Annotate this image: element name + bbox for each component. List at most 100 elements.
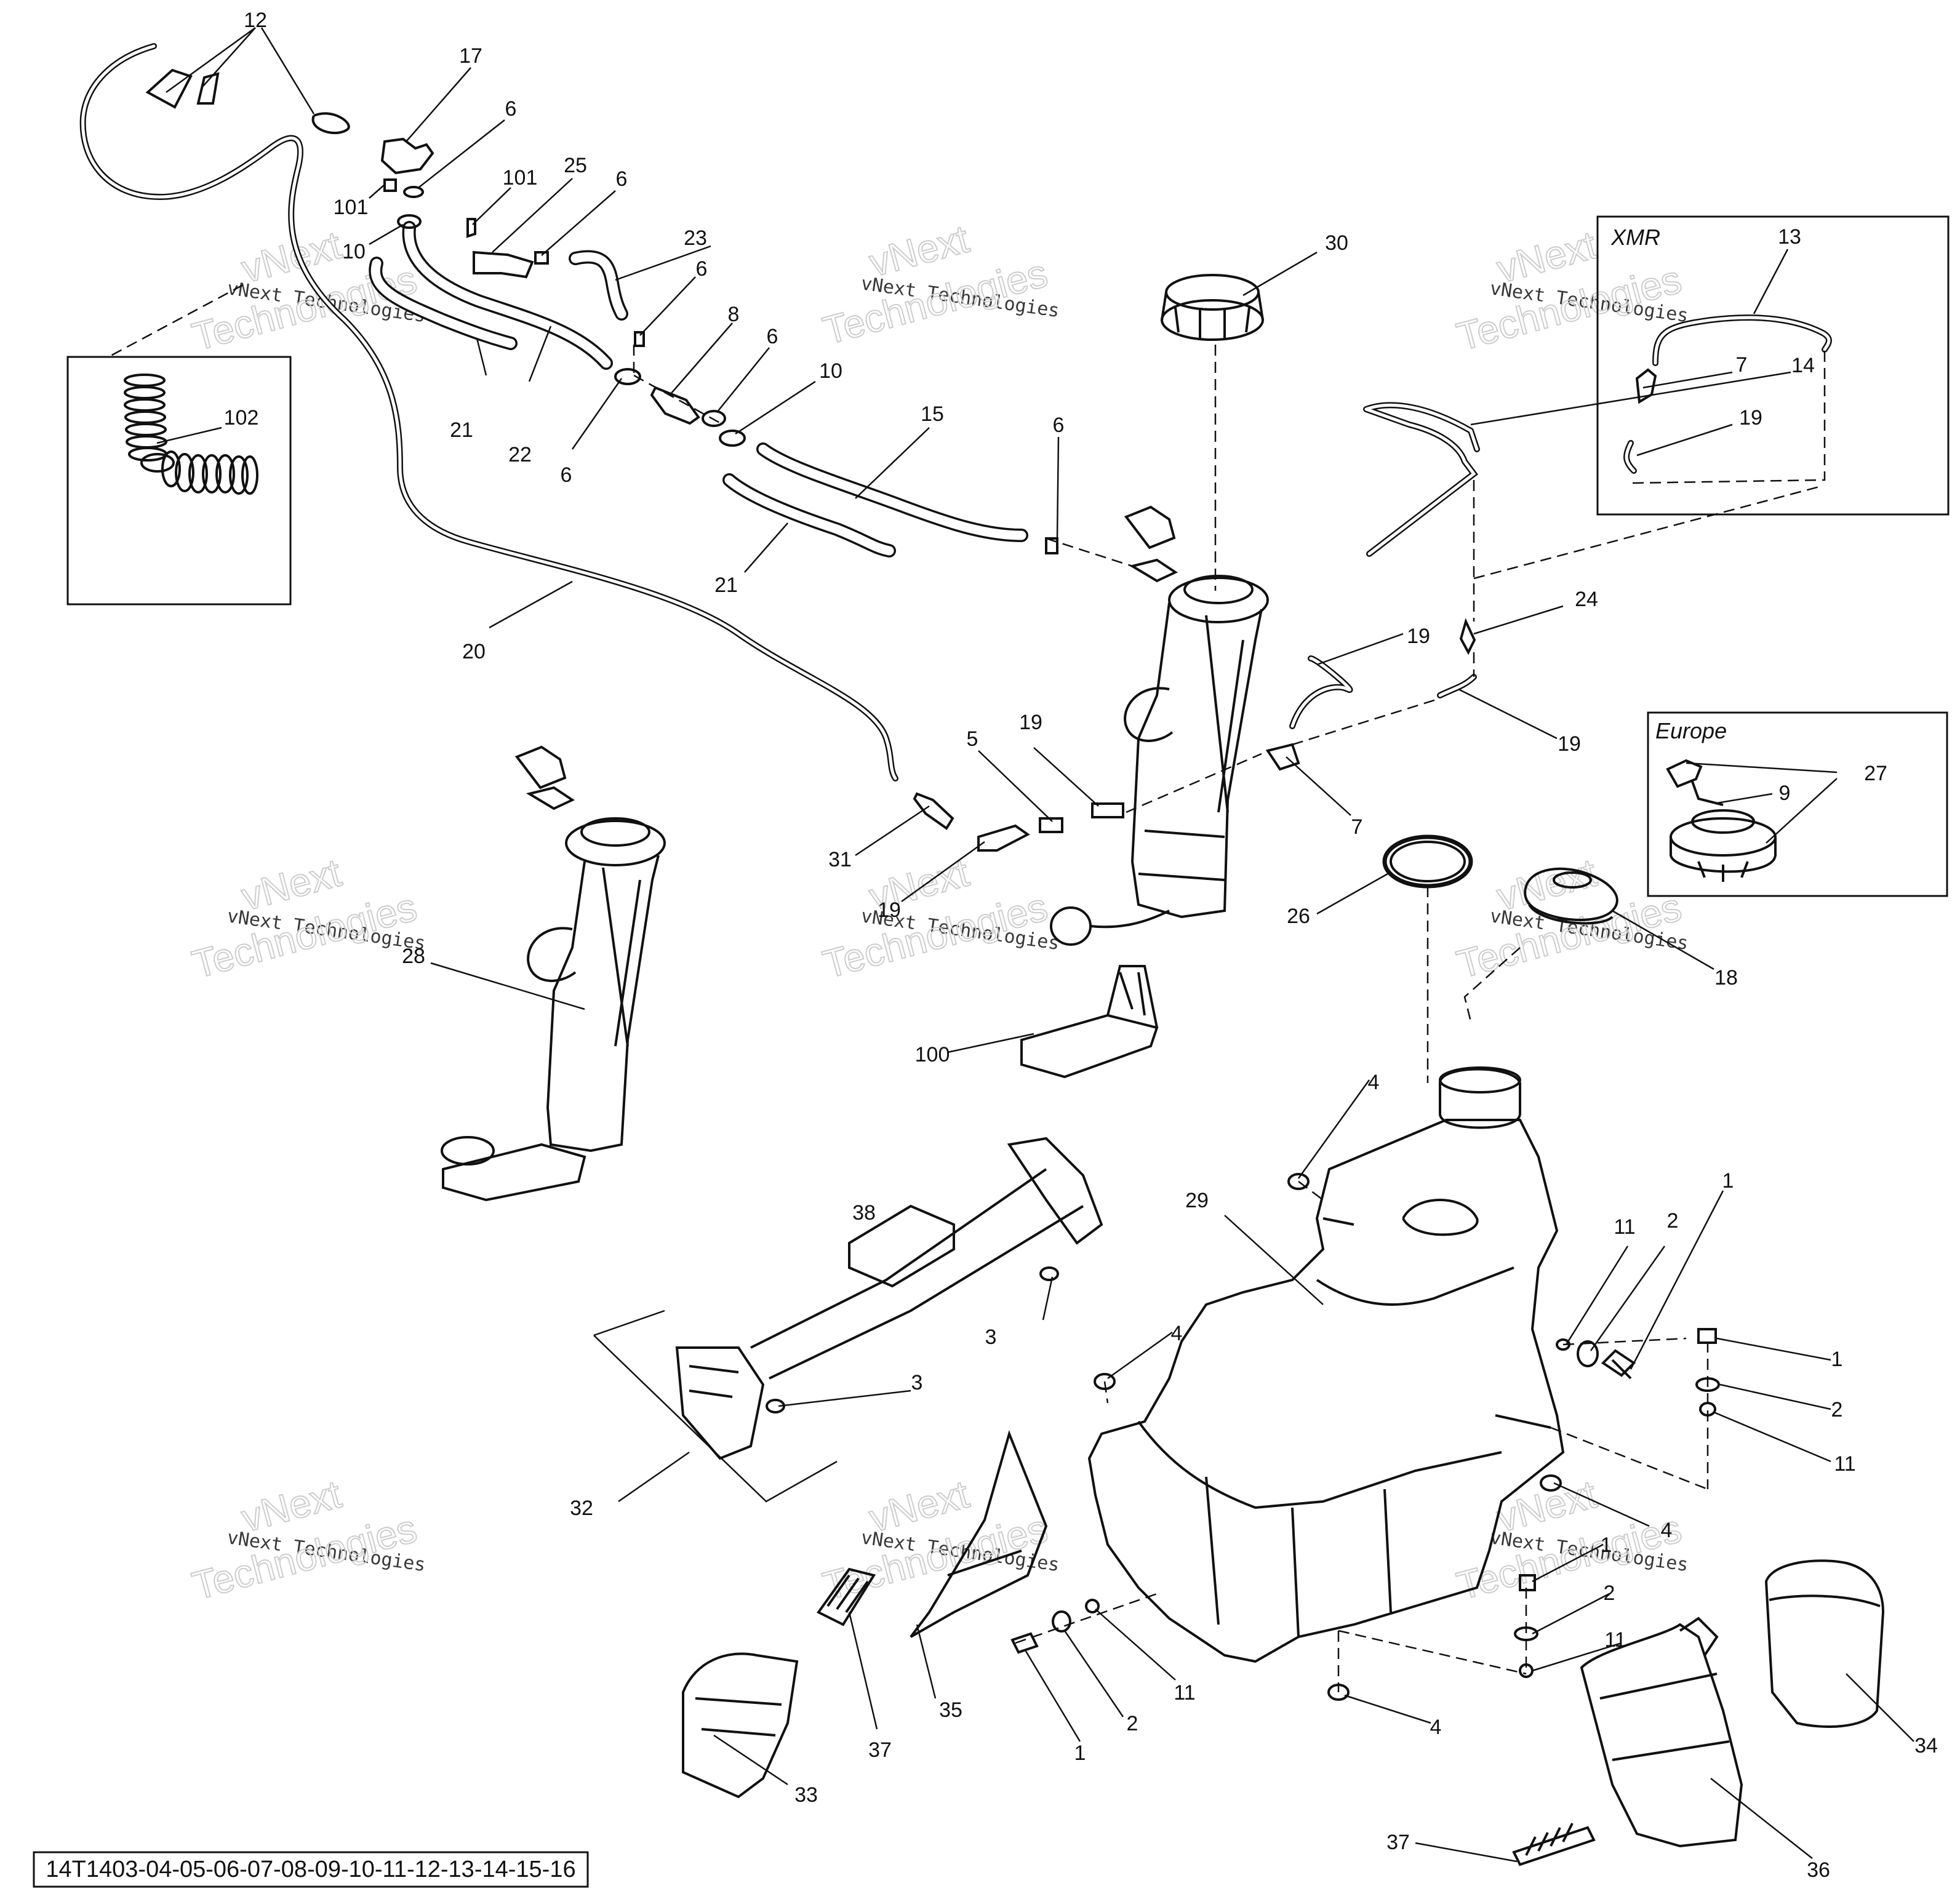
callout-7: 7 xyxy=(1351,815,1363,839)
clamp-6-small xyxy=(634,331,645,347)
callout-24: 24 xyxy=(1575,588,1598,611)
clip-6-hose15 xyxy=(1045,537,1058,554)
callout-35: 35 xyxy=(939,1698,962,1722)
spring-inset-box xyxy=(66,356,292,606)
callout-11: 11 xyxy=(1834,1452,1855,1476)
callout-100: 100 xyxy=(915,1043,950,1066)
coil-spring-icon xyxy=(124,374,258,495)
fuel-pump-filter-100 xyxy=(1020,965,1159,1079)
hose-15 xyxy=(756,442,1028,542)
xmr-inset-box: XMR xyxy=(1596,215,1950,516)
screw-1-d xyxy=(1010,1632,1039,1654)
part-code-label: 14T1403-04-05-06-07-08-09-10-11-12-13-14… xyxy=(33,1851,589,1888)
callout-37: 37 xyxy=(1386,1831,1410,1854)
callout-3: 3 xyxy=(911,1371,923,1394)
callout-2: 2 xyxy=(1667,1209,1679,1233)
callout-13: 13 xyxy=(1778,225,1801,249)
callout-7: 7 xyxy=(1736,353,1748,377)
callout-10: 10 xyxy=(819,359,842,383)
leader-lines xyxy=(156,26,1914,1863)
support-bracket-38 xyxy=(675,1137,1103,1460)
hose-21-lower xyxy=(722,473,896,558)
callout-2: 2 xyxy=(1604,1581,1615,1605)
fuel-cap-18 xyxy=(1524,867,1618,925)
washer-2-d xyxy=(1052,1610,1071,1633)
nut-11-d xyxy=(1085,1599,1100,1613)
hose-19-mid xyxy=(1091,802,1124,818)
callout-4: 4 xyxy=(1430,1716,1442,1739)
clip-101-left xyxy=(383,178,397,192)
part-code-text: 14T1403-04-05-06-07-08-09-10-11-12-13-14… xyxy=(46,1857,575,1882)
callout-23: 23 xyxy=(684,226,707,250)
hose-19-lower xyxy=(977,824,1030,852)
callout-10: 10 xyxy=(342,240,366,263)
callout-6: 6 xyxy=(1053,414,1065,437)
hose-23 xyxy=(569,250,628,321)
callout-19: 19 xyxy=(1558,732,1581,756)
nut-4-a xyxy=(1287,1173,1310,1190)
callout-30: 30 xyxy=(1325,231,1348,255)
callout-22: 22 xyxy=(508,443,532,466)
heat-shield-33 xyxy=(682,1652,799,1799)
callout-34: 34 xyxy=(1914,1734,1938,1757)
valve-5 xyxy=(1039,817,1063,833)
clamp-6-mid xyxy=(534,251,549,265)
callout-101: 101 xyxy=(503,166,538,190)
callout-6: 6 xyxy=(505,97,517,121)
callout-31: 31 xyxy=(828,848,852,871)
hose-22 xyxy=(402,221,613,370)
clamp-10-right xyxy=(719,430,746,447)
nut-4-c xyxy=(1540,1474,1562,1492)
callout-38: 38 xyxy=(852,1201,876,1225)
callout-3: 3 xyxy=(985,1325,997,1349)
callout-4: 4 xyxy=(1368,1071,1380,1094)
callout-20: 20 xyxy=(462,640,486,663)
callout-5: 5 xyxy=(967,727,978,751)
union-8 xyxy=(650,386,700,425)
callout-28: 28 xyxy=(402,945,425,968)
callout-4: 4 xyxy=(1661,1519,1673,1542)
callout-19: 19 xyxy=(1407,625,1430,648)
connector-25 xyxy=(473,250,534,279)
velcro-strip-37-right xyxy=(1512,1823,1596,1866)
clamp-10-top xyxy=(397,214,422,229)
tee-7 xyxy=(1265,743,1300,771)
connector-17 xyxy=(380,137,434,175)
valve-24 xyxy=(1459,618,1476,655)
washer-2-a xyxy=(1577,1340,1599,1367)
europe-inset-box: Europe xyxy=(1647,711,1948,897)
watermark-topcenter: vNext vNext Technologies Technologies xyxy=(818,216,1061,354)
callout-2: 2 xyxy=(1831,1398,1843,1421)
callout-17: 17 xyxy=(459,44,482,68)
watermark-midcenter: vNext vNext Technologies Technologies xyxy=(818,850,1061,988)
watermark-midleft: vNext vNext Technologies Technologies xyxy=(187,850,427,988)
heat-shield-34 xyxy=(1764,1559,1885,1728)
callout-11: 11 xyxy=(1604,1628,1626,1652)
lock-ring-30 xyxy=(1161,274,1264,341)
clamp-6-left xyxy=(614,368,641,385)
callout-1: 1 xyxy=(1601,1533,1612,1557)
callout-6: 6 xyxy=(561,463,572,487)
callout-37: 37 xyxy=(868,1738,892,1762)
velcro-strip-37-left xyxy=(817,1567,876,1626)
gasket-26 xyxy=(1382,834,1473,889)
fuel-pump-assembly xyxy=(1050,505,1269,946)
callout-11: 11 xyxy=(1174,1681,1195,1705)
fuel-cap-with-tether-icon xyxy=(1666,759,1777,882)
callout-labels: 12 17 6 101 101 25 6 10 23 6 8 6 10 15 2… xyxy=(224,9,1938,1882)
hose-21-upper xyxy=(369,257,518,350)
hose-clamps-12 xyxy=(145,68,350,135)
callout-29: 29 xyxy=(1185,1189,1209,1212)
nut-3-a xyxy=(1039,1266,1059,1281)
clamp-6-right xyxy=(702,410,726,427)
callout-1: 1 xyxy=(1722,1169,1734,1193)
callout-19: 19 xyxy=(878,898,901,922)
screw-1-c xyxy=(1519,1574,1536,1591)
callout-8: 8 xyxy=(728,303,740,326)
callout-25: 25 xyxy=(564,154,587,177)
callout-14: 14 xyxy=(1791,354,1815,377)
callout-102: 102 xyxy=(224,406,259,430)
fittings-group xyxy=(380,137,1476,852)
watermark-bottomleft: vNext vNext Technologies Technologies xyxy=(187,1471,427,1609)
